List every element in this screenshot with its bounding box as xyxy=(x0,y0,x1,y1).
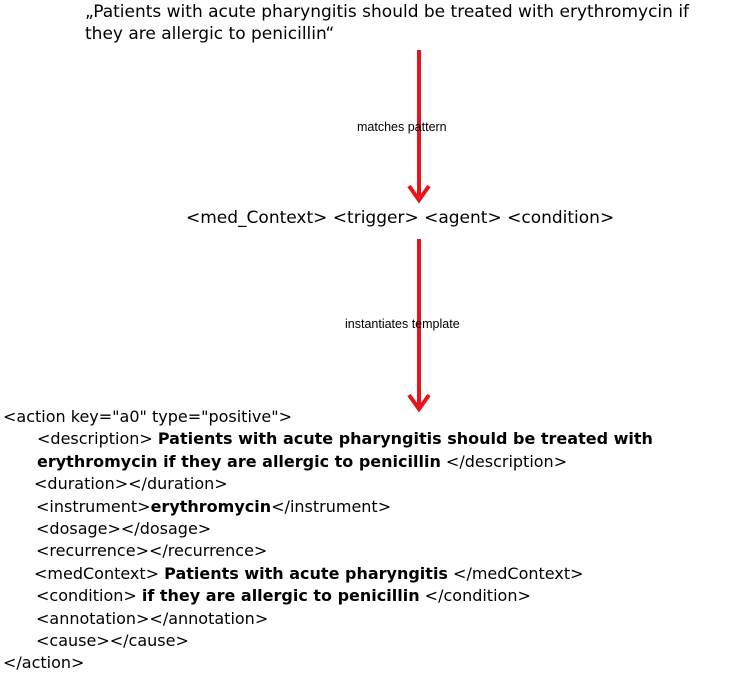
xml-condition-value: if they are allergic to penicillin xyxy=(141,586,420,606)
xml-output: <action key="a0" type="positive"> <descr… xyxy=(3,406,653,675)
xml-condition: <condition> if they are allergic to peni… xyxy=(3,585,653,607)
xml-condition-close: </condition> xyxy=(419,586,531,606)
xml-description-open: <description> xyxy=(37,429,158,449)
xml-description-line-2: erythromycin if they are allergic to pen… xyxy=(3,451,653,473)
xml-action-open: <action key="a0" type="positive"> xyxy=(3,407,292,426)
xml-recurrence: <recurrence></recurrence> xyxy=(36,541,268,561)
xml-action-close: </action> xyxy=(3,653,85,673)
xml-instrument: <instrument>erythromycin</instrument> xyxy=(3,496,653,518)
matches-arrow-head xyxy=(407,184,431,204)
xml-description-close: </description> xyxy=(440,451,568,471)
xml-instrument-close: </instrument> xyxy=(271,496,392,516)
xml-instrument-value: erythromycin xyxy=(150,496,272,516)
input-sentence: „Patients with acute pharyngitis should … xyxy=(85,1,689,45)
xml-condition-open: <condition> xyxy=(36,586,142,606)
xml-medcontext: <medContext> Patients with acute pharyng… xyxy=(3,563,653,585)
instantiates-arrow-head xyxy=(407,393,431,413)
xml-description-line-1: <description> Patients with acute pharyn… xyxy=(3,428,653,450)
xml-cause: <cause></cause> xyxy=(36,630,189,650)
input-sentence-line-1: „Patients with acute pharyngitis should … xyxy=(85,2,690,22)
xml-medcontext-close: </medContext> xyxy=(447,563,584,583)
xml-description-value-2: erythromycin if they are allergic to pen… xyxy=(37,451,441,471)
matches-arrow xyxy=(407,50,431,204)
xml-dosage: <dosage></dosage> xyxy=(36,518,212,538)
xml-duration: <duration></duration> xyxy=(34,474,228,494)
pattern-template: <med_Context> <trigger> <agent> <conditi… xyxy=(186,208,615,228)
xml-description-value-1: Patients with acute pharyngitis should b… xyxy=(157,429,653,449)
xml-medcontext-open: <medContext> xyxy=(34,563,165,583)
instantiates-arrow xyxy=(407,239,431,413)
matches-pattern-label: matches pattern xyxy=(357,120,447,134)
input-sentence-line-2: they are allergic to penicillin“ xyxy=(85,24,335,44)
instantiates-template-label: instantiates template xyxy=(345,317,460,331)
xml-medcontext-value: Patients with acute pharyngitis xyxy=(164,563,448,583)
xml-annotation: <annotation></annotation> xyxy=(36,608,269,628)
xml-instrument-open: <instrument> xyxy=(36,496,151,516)
